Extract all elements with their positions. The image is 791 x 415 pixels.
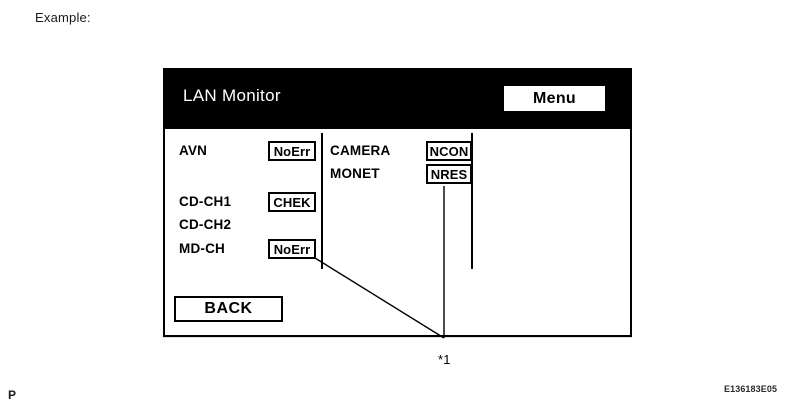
- status-badge-avn: NoErr: [268, 141, 316, 161]
- dialog-body: AVN NoErr CD-CH1 CHEK CD-CH2 MD-CH NoErr…: [165, 129, 630, 335]
- status-badge-md-ch: NoErr: [268, 239, 316, 259]
- back-button[interactable]: BACK: [174, 296, 283, 322]
- figure-reference-code: E136183E05: [724, 384, 778, 394]
- status-badge-avn-text: NoErr: [273, 143, 311, 159]
- example-caption: Example:: [35, 10, 91, 25]
- menu-button-label: Menu: [533, 89, 576, 107]
- status-badge-cd-ch1: CHEK: [268, 192, 316, 212]
- menu-button[interactable]: Menu: [503, 85, 606, 112]
- status-badge-monet: NRES: [426, 164, 472, 184]
- device-label-monet: MONET: [330, 166, 380, 181]
- dialog-header-bar: LAN Monitor Menu: [165, 70, 630, 129]
- device-label-cd-ch2: CD-CH2: [179, 217, 232, 232]
- callout-marker-1: *1: [438, 352, 451, 367]
- page-mark: P: [8, 388, 17, 402]
- back-button-label: BACK: [204, 300, 253, 317]
- device-label-cd-ch1: CD-CH1: [179, 194, 232, 209]
- status-badge-md-ch-text: NoErr: [273, 241, 311, 257]
- lan-monitor-dialog: LAN Monitor Menu AVN NoErr CD-CH1 CHEK C…: [163, 68, 632, 337]
- device-label-avn: AVN: [179, 143, 208, 158]
- status-badge-cd-ch1-text: CHEK: [273, 194, 311, 210]
- column-divider-right: [471, 133, 473, 269]
- status-badge-camera: NCON: [426, 141, 472, 161]
- status-badge-monet-text: NRES: [430, 166, 468, 182]
- device-label-camera: CAMERA: [330, 143, 391, 158]
- status-badge-camera-text: NCON: [429, 143, 469, 159]
- column-divider-left: [321, 133, 323, 269]
- device-label-md-ch: MD-CH: [179, 241, 225, 256]
- page-title: LAN Monitor: [183, 86, 281, 105]
